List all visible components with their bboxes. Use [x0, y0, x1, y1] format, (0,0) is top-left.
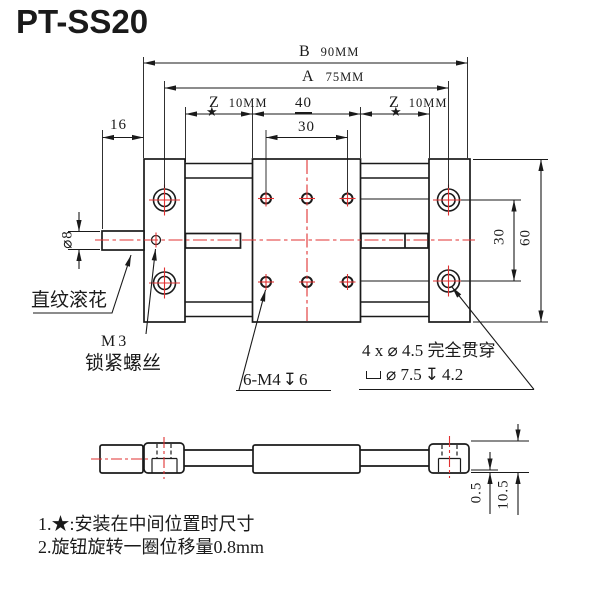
lead-screw-left: [184, 232, 242, 249]
centerlines: [95, 160, 475, 324]
dim-hole-span-top: 30: [298, 119, 315, 135]
dimension-lines: [76, 60, 544, 515]
dim-Z-right: Z 10MM: [389, 95, 448, 111]
cbore-callout: ⌀ 7.5↧4.2: [366, 366, 463, 383]
dim-shaft-length: 16: [110, 117, 127, 133]
cbore-depth: 4.2: [442, 365, 464, 384]
leader-lines: [33, 248, 535, 392]
side-view-centerlines: [91, 436, 451, 479]
dim-A-letter: A: [302, 68, 314, 85]
carriage-bottom: [252, 444, 361, 474]
knurl-annotation: 直纹滚花: [31, 290, 108, 311]
note-2: 2.旋钮旋转一圈位移量0.8mm: [38, 537, 265, 557]
dim-body-height: 60: [517, 229, 534, 246]
page-title: PT-SS20: [16, 3, 149, 40]
through-holes-callout: 4 x ⌀ 4.5 完全贯穿: [362, 341, 496, 360]
note-1: 1.★:安装在中间位置时尺寸: [38, 514, 255, 534]
guide-rails: [185, 162, 429, 318]
cbore-dia: ⌀ 7.5: [386, 365, 422, 384]
tapped-holes-callout: 6-M4↧6: [243, 371, 308, 388]
dim-shaft-dia: ⌀8: [59, 230, 76, 249]
dim-Z-left-value: 10MM: [228, 96, 268, 110]
dim-B-value: 90MM: [320, 45, 360, 59]
dim-B-letter: B: [299, 43, 310, 60]
tapped-prefix: 6-M4: [243, 370, 281, 389]
depth-symbol-icon: ↧: [282, 370, 298, 389]
dim-side-step: 0.5: [468, 481, 485, 504]
depth-symbol-icon: ↧: [424, 365, 439, 384]
dim-Z-left: Z 10MM: [209, 95, 268, 111]
dim-hole-span-right: 30: [491, 228, 508, 245]
m3-annotation: M3: [101, 333, 130, 350]
dim-Z-left-letter: Z: [209, 94, 219, 111]
dim-A-value: 75MM: [325, 70, 365, 84]
dim-carriage-width: 40: [295, 96, 312, 114]
dim-A: A 75MM: [302, 69, 364, 85]
tapped-depth: 6: [299, 370, 308, 389]
dim-side-height: 10.5: [495, 479, 512, 510]
side-view-details: [151, 444, 462, 473]
star-icon: ★: [390, 104, 402, 119]
dim-Z-right-letter: Z: [389, 94, 399, 111]
lead-screw-right: [360, 232, 429, 249]
m3-screw-annotation: 锁紧螺丝: [85, 353, 162, 374]
counterbore-icon: [366, 371, 381, 379]
dim-B: B 90MM: [299, 44, 359, 60]
star-icon: ★: [206, 104, 218, 119]
dim-Z-right-value: 10MM: [408, 96, 448, 110]
